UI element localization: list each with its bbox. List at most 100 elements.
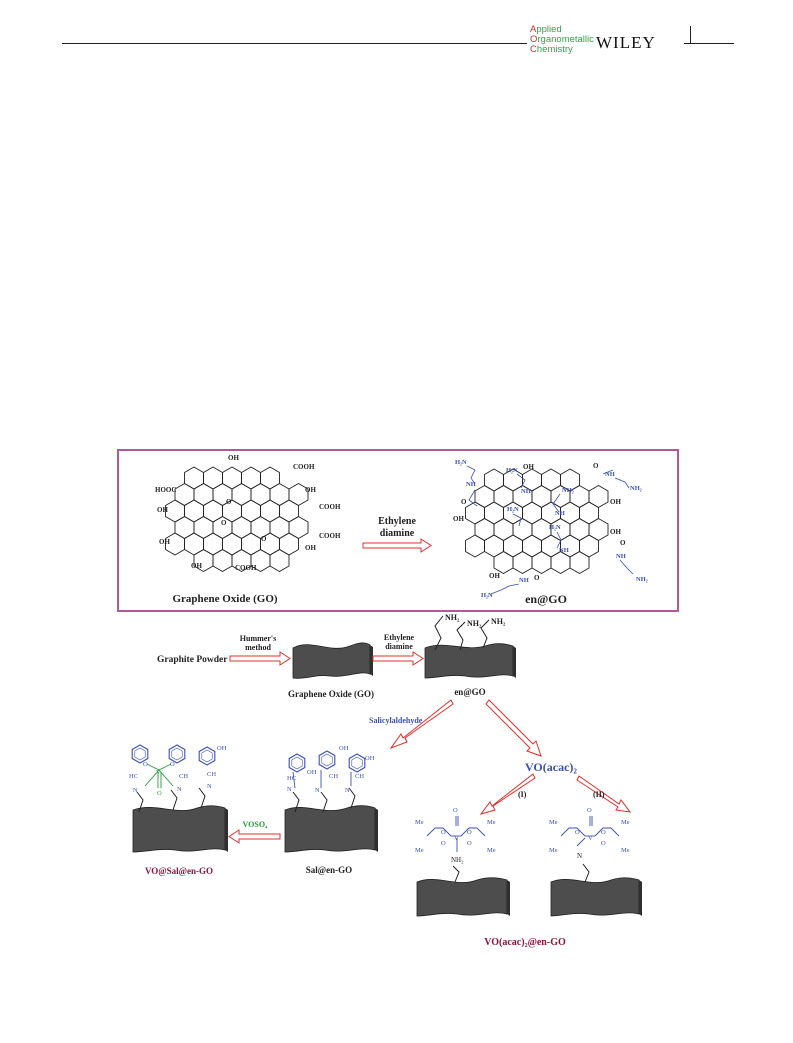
lattice-hexagon <box>550 551 571 574</box>
en-h2n-4: H₂N <box>549 524 561 531</box>
vo-sal-oh: OH <box>217 745 227 752</box>
acac1-me-1: Me <box>415 819 424 826</box>
en-nh2-1: NH₂ <box>630 485 642 492</box>
nh2-1: NH₂ <box>445 613 460 622</box>
sal-n-2: N <box>315 787 320 794</box>
go-oh-bottom: OH <box>191 562 202 570</box>
lattice-hexagon <box>260 499 280 523</box>
vo-sal-en-go-label: VO@Sal@en-GO <box>145 866 213 876</box>
sal-ch-2: CH <box>355 773 364 780</box>
lattice-hexagon <box>222 466 242 490</box>
lattice-hexagon <box>484 534 504 558</box>
en-go-sheet-label: en@GO <box>454 687 485 697</box>
lattice-hexagon <box>269 549 290 572</box>
en-h2n-3: H₂N <box>507 506 519 513</box>
lattice-hexagon <box>522 501 542 525</box>
en-nh-2: NH <box>605 471 615 478</box>
en-nh-7: NH <box>519 577 529 584</box>
lattice-hexagon <box>531 485 552 508</box>
lattice-hexagon <box>465 501 485 525</box>
en-go-lattice <box>465 468 609 574</box>
acac2-me-4: Me <box>621 847 630 854</box>
en-nh2-3: NH₂ <box>636 576 648 583</box>
go-cooh-top: COOH <box>293 463 315 471</box>
journal-logo: Applied Organometallic Chemistry <box>530 24 594 55</box>
lattice-hexagon <box>193 483 214 506</box>
sal-oh-2: OH <box>365 755 375 762</box>
arrow-salicylaldehyde <box>389 699 454 750</box>
en-go-sheet <box>424 643 516 679</box>
en-go-label: en@GO <box>525 592 567 606</box>
publisher-logo: WILEY <box>596 33 656 52</box>
lattice-hexagon <box>174 483 195 506</box>
vo-sal-ch-2: CH <box>207 771 216 778</box>
vo-sal-o-2: O <box>170 761 175 768</box>
lattice-hexagon <box>184 466 204 490</box>
acac2-o-2: O <box>601 840 606 847</box>
route1-label: (I) <box>518 790 527 799</box>
en-nh-3: NH <box>521 488 531 495</box>
arrow-route2 <box>576 775 632 813</box>
en-o-left: O <box>461 498 467 506</box>
acac2-me-3: Me <box>549 847 558 854</box>
sal-en-go-sheet <box>284 805 378 853</box>
vo-sal-o-1: O <box>143 761 148 768</box>
sal-labels: HC OH N CH N OH CH N OH <box>287 745 375 794</box>
arrow-ethylene <box>372 651 424 666</box>
lattice-hexagon <box>493 485 514 508</box>
vo-sal-n-3: N <box>207 783 212 790</box>
en-nh2-2: NH₂ <box>562 487 574 494</box>
hummers-line2: method <box>245 643 271 652</box>
go-oh-right: OH <box>305 486 316 494</box>
arrow-route1 <box>479 773 536 815</box>
lattice-hexagon <box>174 516 195 539</box>
go-sheet <box>292 642 373 679</box>
en-nh-6: NH <box>616 553 626 560</box>
sal-ch-1: CH <box>329 773 338 780</box>
vo-sal-v: V <box>156 769 161 776</box>
lattice-hexagon <box>269 483 290 506</box>
sal-imine-links <box>292 770 352 789</box>
vo-coordination-bonds <box>144 763 174 788</box>
route2-label: (II) <box>593 790 605 799</box>
graphite-label: Graphite Powder <box>157 655 228 665</box>
scheme-figure: OH COOH HOOC OH OH COOH COOH OH OH OH CO… <box>115 448 685 958</box>
go-oh-bottom-right: OH <box>305 544 316 552</box>
sal-oh-3: OH <box>339 745 349 752</box>
header-rule <box>62 43 527 44</box>
en-o-right: O <box>620 539 626 547</box>
acac1-v: V <box>454 835 459 842</box>
top-reagent-line2: diamine <box>380 528 415 539</box>
publisher-rule <box>684 43 734 44</box>
nh2-3: NH₂ <box>491 617 506 626</box>
lattice-hexagon <box>241 532 261 556</box>
en-h2n-5: H₂N <box>481 592 493 599</box>
lattice-hexagon <box>279 532 299 556</box>
publisher-tick <box>690 26 691 44</box>
go-sheet-label: Graphene Oxide (GO) <box>288 689 374 699</box>
lattice-hexagon <box>541 468 561 492</box>
en-oh-bottom: OH <box>489 572 500 580</box>
sal-chains <box>292 787 356 813</box>
lattice-hexagon <box>569 551 590 574</box>
vo-acac-label: VO(acac)₂ <box>525 760 577 774</box>
en-h2n-2: H₂N <box>506 467 518 474</box>
acac-complex-1: Me Me Me Me O V O O O O NH₂ <box>415 807 496 864</box>
go-o-epoxy: O <box>226 498 232 506</box>
lattice-hexagon <box>184 499 204 523</box>
en-nh-4: NH <box>555 510 565 517</box>
voso4-label: VOSO₄ <box>243 820 269 829</box>
lattice-hexagon <box>569 518 590 541</box>
en-nh-5: NH <box>559 547 569 554</box>
acac2-o-1: O <box>601 829 606 836</box>
vo-acac-en-go-label: VO(acac)₂@en-GO <box>484 937 566 948</box>
acac2-n: N <box>577 852 582 860</box>
acac2-o-3: O <box>575 829 580 836</box>
en-go-oh-groups: OH OH OH OH OH O O O O <box>453 462 626 582</box>
en-oh-right: OH <box>610 498 621 506</box>
en-oh-left: OH <box>453 515 464 523</box>
lattice-hexagon <box>474 485 495 508</box>
lattice-hexagon <box>241 499 261 523</box>
lattice-hexagon <box>484 468 504 492</box>
go-cooh-right2: COOH <box>319 532 341 540</box>
